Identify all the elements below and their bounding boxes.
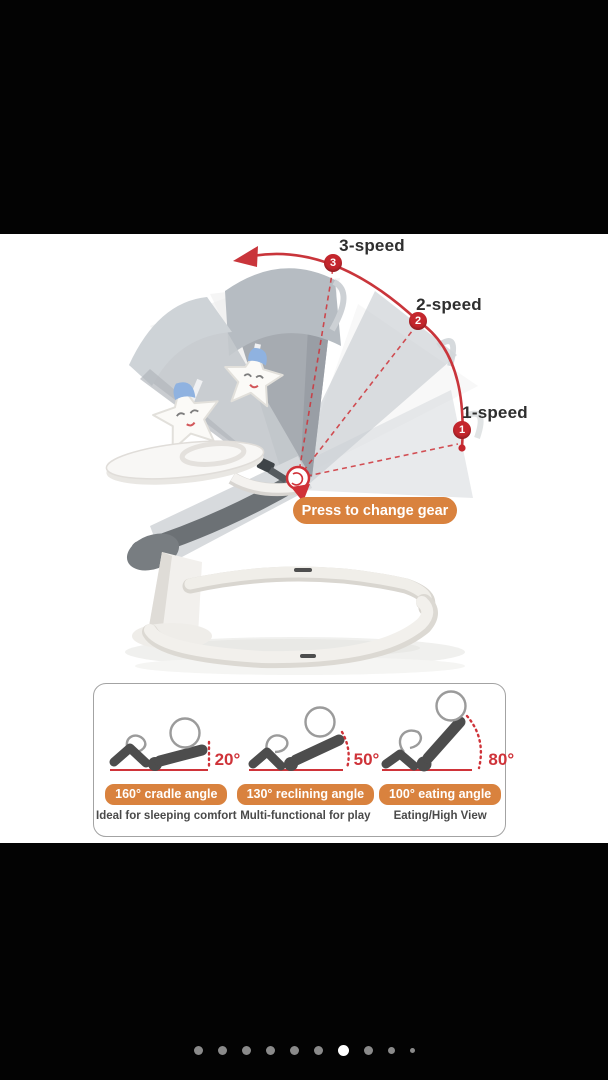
carousel-dot-8[interactable] [363, 1045, 373, 1055]
speed-label-2: 2-speed [416, 295, 482, 314]
reclining-figure-svg [248, 706, 351, 771]
cradle-figure-svg [109, 717, 211, 771]
letterbox-bottom [0, 843, 608, 1080]
eating-figure: 80° [374, 690, 514, 782]
carousel-dot-2[interactable] [217, 1045, 227, 1055]
gear-knob-magnifier [285, 465, 311, 502]
speed-label-3: 3-speed [339, 236, 405, 255]
baby-rocker-illustration [105, 246, 484, 675]
reclining-angle-caption: Multi-functional for play [240, 810, 371, 822]
carousel-dot-9[interactable] [387, 1046, 395, 1054]
star-toy-large [152, 382, 219, 451]
speed-marker-2: 2 [409, 312, 427, 330]
speed-marker-3: 3 [324, 254, 342, 272]
carousel-dot-3[interactable] [241, 1045, 251, 1055]
star-toy-small [224, 347, 284, 408]
reclining-angle-badge: 130° reclining angle [236, 784, 375, 805]
speed-marker-1: 1 [453, 421, 471, 439]
letterbox-top [0, 0, 608, 234]
carousel-dot-6[interactable] [313, 1045, 323, 1055]
carousel-dot-5[interactable] [289, 1045, 299, 1055]
press-to-change-gear-badge: Press to change gear [293, 497, 457, 524]
angle-option-eating: 80° 100° eating angle Eating/High View [374, 690, 514, 836]
carousel-dot-7[interactable] [337, 1044, 349, 1056]
cradle-angle-caption: Ideal for sleeping comfort [96, 810, 237, 822]
cradle-figure: 20° [100, 690, 240, 782]
eating-figure-svg [381, 690, 483, 772]
product-photo[interactable]: 3-speed 2-speed 1-speed 3 2 1 Press to c… [0, 234, 608, 843]
eating-angle-caption: Eating/High View [393, 810, 487, 822]
recline-dashed-guides [297, 267, 459, 479]
tray [105, 440, 299, 497]
recline-angle-panel: 20° 160° cradle angle Ideal for sleeping… [93, 683, 514, 837]
stand-base [132, 552, 438, 669]
cradle-angle-badge: 160° cradle angle [105, 784, 228, 805]
eating-angle-badge: 100° eating angle [378, 784, 502, 805]
reclining-figure: 50° [239, 690, 379, 782]
carousel-dots[interactable] [0, 1041, 608, 1059]
backrest-solid [225, 268, 347, 480]
reclining-angle-value: 50° [353, 750, 380, 769]
speed-label-1: 1-speed [462, 403, 528, 422]
angle-option-cradle: 20° 160° cradle angle Ideal for sleeping… [96, 690, 240, 836]
carousel-dot-10[interactable] [409, 1047, 415, 1053]
eating-angle-value: 80° [488, 750, 515, 769]
carousel-dot-4[interactable] [265, 1045, 275, 1055]
carousel-dot-1[interactable] [193, 1045, 203, 1055]
angle-option-reclining: 50° 130° reclining angle Multi-functiona… [236, 690, 379, 836]
cradle-angle-value: 20° [214, 750, 241, 769]
backrest-ghost-position-1 [296, 390, 484, 498]
